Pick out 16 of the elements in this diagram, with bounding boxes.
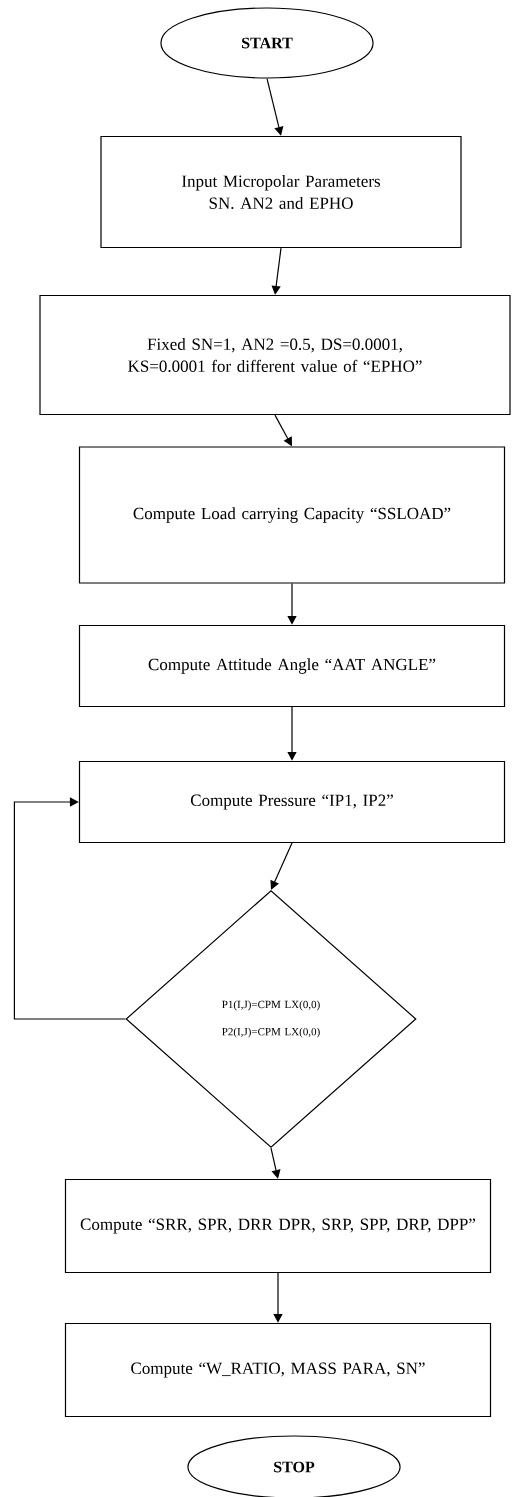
terminal-oval: START xyxy=(160,7,374,79)
process-box: Compute “SRR, SPR, DRR DPR, SRP, SPP, DRP, DPP” xyxy=(64,1178,492,1274)
arrow xyxy=(273,1272,283,1323)
process-box: Compute Attitude Angle “AAT ANGLE” xyxy=(78,624,506,708)
process-box: Compute Pressure “IP1, IP2” xyxy=(78,760,506,844)
process-box: Fixed SN=1, AN2 =0.5, DS=0.0001, KS=0.0001 for different value of “EPHO” xyxy=(39,294,511,416)
arrow xyxy=(266,78,284,136)
arrow xyxy=(287,583,297,625)
arrow xyxy=(271,247,282,295)
process-box: Compute “W_RATIO, MASS PARA, SN” xyxy=(64,1322,492,1418)
arrow xyxy=(287,706,297,761)
arrow xyxy=(270,842,293,890)
arrow xyxy=(13,797,126,1020)
process-box: Input Micropolar Parameters SN. AN2 and EPHO xyxy=(100,135,462,249)
arrow xyxy=(270,1147,281,1179)
process-box: Compute Load carrying Capacity “SSLOAD” xyxy=(78,446,506,584)
